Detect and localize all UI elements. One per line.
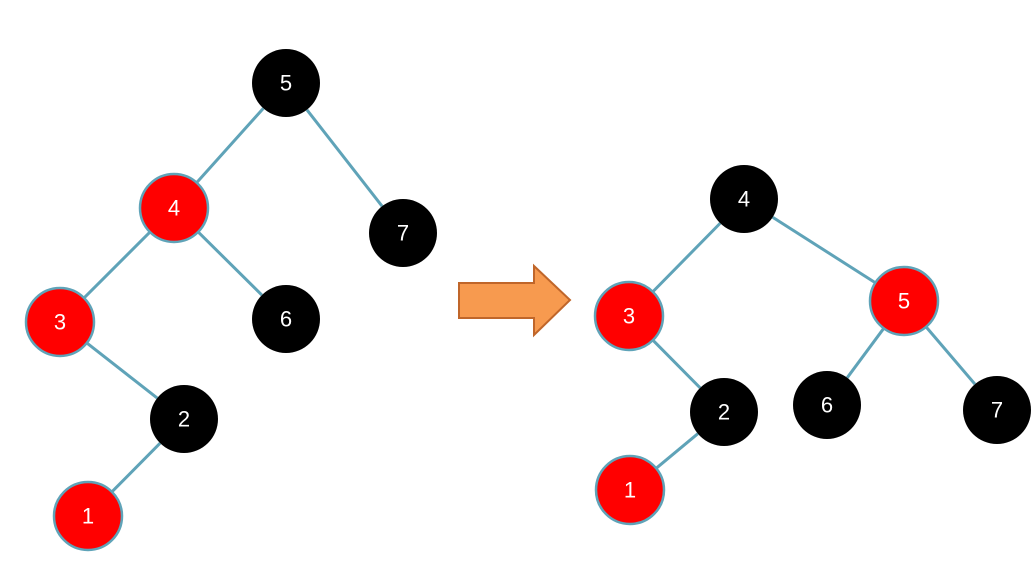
after-node-circle [868, 265, 940, 337]
before-node-label: 7 [397, 221, 409, 246]
before-node-label: 3 [54, 310, 66, 335]
after-node-7: 7 [963, 376, 1031, 444]
after-node-circle [963, 376, 1031, 444]
after-node-label: 4 [738, 187, 750, 212]
before-node-4: 4 [138, 172, 210, 244]
after-nodes: 4 3 5 2 6 7 1 [593, 165, 1031, 526]
right-arrow-icon [458, 263, 572, 338]
after-node-circle [593, 280, 665, 352]
after-node-label: 7 [991, 398, 1003, 423]
before-node-label: 6 [280, 307, 292, 332]
before-node-label: 4 [168, 196, 180, 221]
before-edge-b5-b7 [305, 108, 384, 208]
after-node-label: 6 [821, 393, 833, 418]
before-node-3: 3 [24, 286, 96, 358]
before-node-label: 1 [82, 504, 94, 529]
before-node-5: 5 [252, 49, 320, 117]
after-node-circle [793, 371, 861, 439]
before-node-circle [369, 199, 437, 267]
after-node-circle [690, 378, 758, 446]
before-edges [82, 107, 384, 493]
before-edge-b4-b3 [82, 230, 152, 300]
before-tree: 5 4 7 3 6 2 1 [24, 49, 437, 552]
after-node-circle [710, 165, 778, 233]
before-node-circle [252, 49, 320, 117]
before-edge-b2-b1 [110, 442, 162, 493]
after-node-3: 3 [593, 280, 665, 352]
before-node-circle [52, 480, 124, 552]
after-tree: 4 3 5 2 6 7 1 [593, 165, 1031, 526]
before-node-1: 1 [52, 480, 124, 552]
after-node-5: 5 [868, 265, 940, 337]
before-node-circle [24, 286, 96, 358]
after-node-label: 3 [623, 304, 635, 329]
before-edge-b4-b6 [197, 230, 263, 297]
after-edge-a2-a1 [655, 432, 699, 470]
after-edge-a4-a5 [771, 216, 877, 284]
after-node-label: 2 [718, 400, 730, 425]
before-node-7: 7 [369, 199, 437, 267]
after-node-label: 1 [624, 478, 636, 503]
after-node-label: 5 [898, 289, 910, 314]
after-node-1: 1 [594, 454, 666, 526]
after-node-2: 2 [690, 378, 758, 446]
after-edge-a4-a3 [651, 222, 722, 293]
after-edges [651, 216, 977, 470]
before-node-6: 6 [252, 285, 320, 353]
after-edge-a3-a2 [651, 339, 702, 389]
after-node-6: 6 [793, 371, 861, 439]
after-edge-a5-a7 [924, 325, 977, 386]
after-node-circle [594, 454, 666, 526]
before-edge-b5-b4 [195, 107, 265, 184]
before-node-label: 2 [178, 407, 190, 432]
before-node-circle [138, 172, 210, 244]
before-node-circle [150, 385, 218, 453]
before-node-circle [252, 285, 320, 353]
before-node-label: 5 [280, 71, 292, 96]
before-node-2: 2 [150, 385, 218, 453]
before-nodes: 5 4 7 3 6 2 1 [24, 49, 437, 552]
after-node-4: 4 [710, 165, 778, 233]
after-edge-a5-a6 [846, 327, 885, 379]
before-edge-b3-b2 [85, 341, 159, 400]
